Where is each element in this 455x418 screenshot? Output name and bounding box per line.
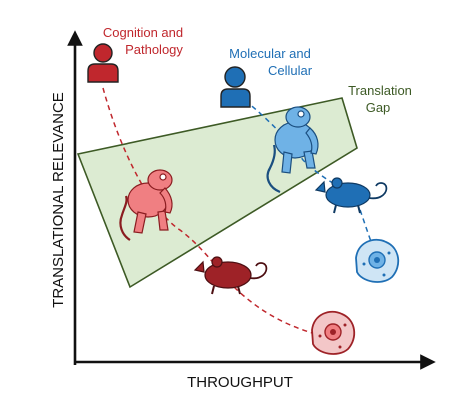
cognition-person-icon	[87, 43, 119, 83]
y-axis-label: TRANSLATIONAL RELEVANCE	[50, 92, 67, 308]
translation-gap-label-line1: Translation	[348, 83, 412, 98]
cognition-label-line2: Pathology	[125, 42, 183, 57]
cognition-rat-icon	[193, 256, 268, 295]
cognition-monkey-icon	[119, 169, 173, 241]
molecular-person-icon	[220, 66, 251, 108]
x-axis-label: THROUGHPUT	[187, 374, 293, 391]
molecular-trajectory-line	[237, 94, 377, 256]
cognition-label-line1: Cognition and	[103, 25, 183, 40]
molecular-cell-icon	[355, 238, 400, 283]
molecular-monkey-icon	[266, 106, 319, 194]
molecular-label-line1: Molecular and	[229, 46, 311, 61]
molecular-rat-icon	[314, 177, 388, 214]
translation-gap-label-line2: Gap	[366, 100, 391, 115]
cognition-cell-icon	[311, 310, 356, 355]
cognition-trajectory-line	[102, 87, 321, 336]
molecular-label-line2: Cellular	[268, 63, 313, 78]
